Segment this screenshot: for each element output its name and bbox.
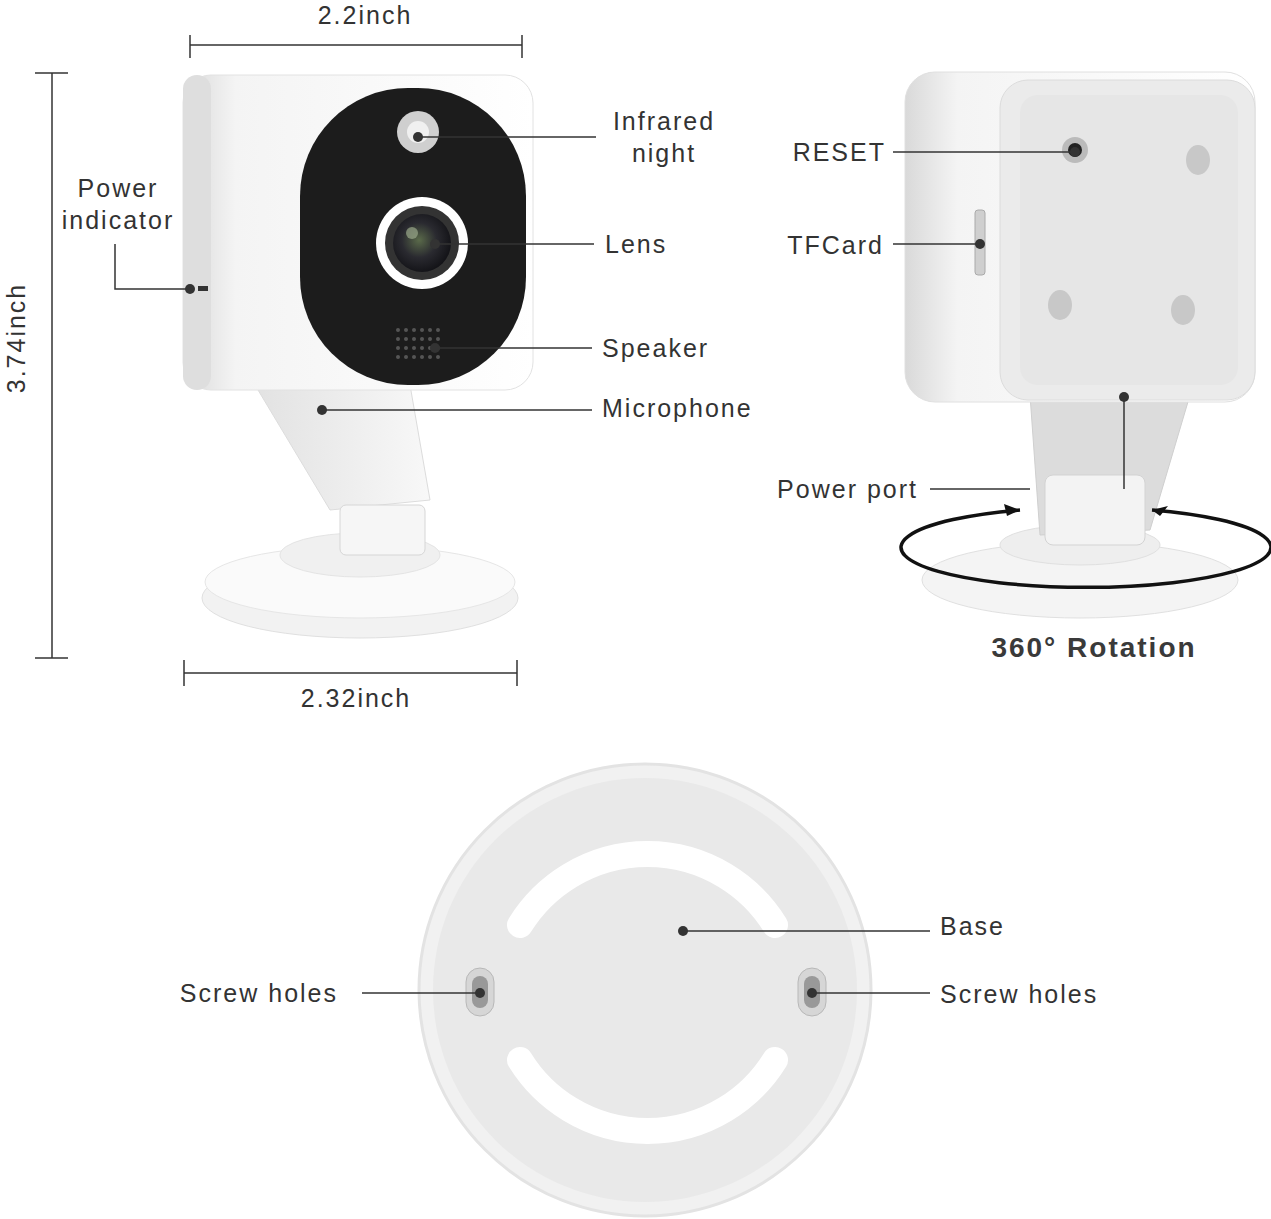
- base-illustration: [419, 764, 871, 1216]
- part-label: Power port: [777, 473, 918, 505]
- part-label: Screw holes: [180, 977, 338, 1009]
- part-label: Speaker: [602, 332, 709, 364]
- dimension-label: 2.32inch: [301, 682, 412, 714]
- rotation-label: 360° Rotation: [991, 632, 1196, 664]
- part-label: Base: [940, 910, 1005, 942]
- part-label: Power indicator: [43, 172, 193, 236]
- part-label: Microphone: [602, 392, 753, 424]
- part-label: RESET: [793, 136, 886, 168]
- camera-front: [183, 75, 533, 638]
- part-label: Screw holes: [940, 978, 1098, 1010]
- part-label: Infrared night: [594, 105, 734, 169]
- leader-dots: [185, 132, 1129, 998]
- camera-back: [901, 72, 1271, 618]
- part-label: Lens: [605, 228, 667, 260]
- part-label: TFCard: [787, 229, 884, 261]
- leader-lines: [115, 137, 1124, 993]
- dimension-label: 3.74inch: [0, 283, 32, 394]
- dimension-label: 2.2inch: [318, 0, 413, 31]
